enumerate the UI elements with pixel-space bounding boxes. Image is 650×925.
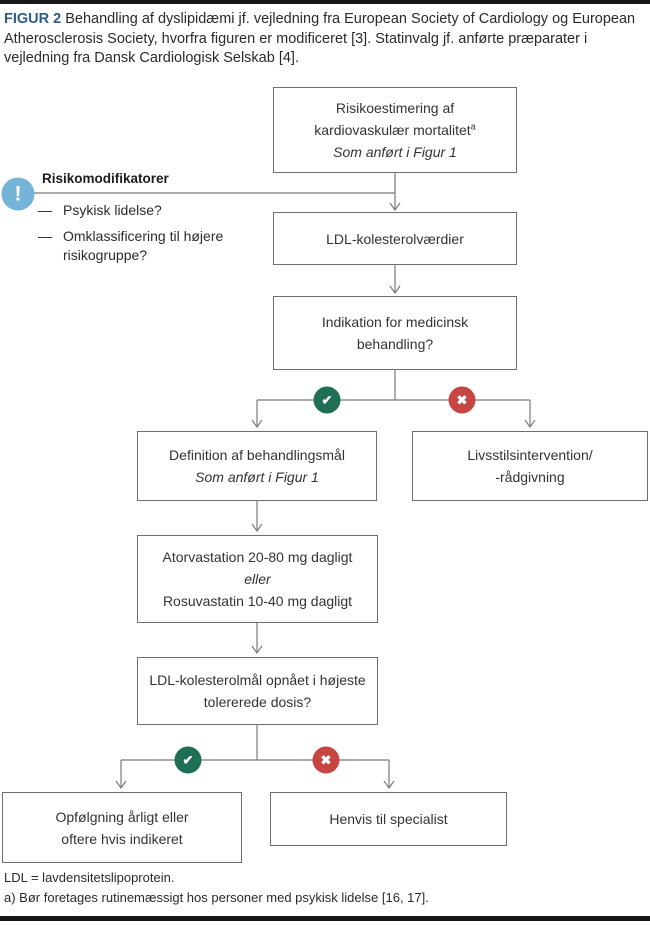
node-text: Livsstilsintervention/ bbox=[467, 447, 593, 463]
check-icon: ✔ bbox=[174, 746, 202, 774]
node-followup: Opfølgning årligt eller oftere hvis indi… bbox=[2, 792, 242, 863]
node-refer-specialist: Henvis til specialist bbox=[270, 792, 507, 846]
exclamation-glyph: ! bbox=[14, 182, 22, 206]
node-treatment-goal-definition: Definition af behandlingsmål Som anført … bbox=[137, 431, 377, 501]
arrowhead-icon bbox=[389, 202, 401, 212]
node-text: Henvis til specialist bbox=[329, 811, 448, 827]
list-item-text: Psykisk lidelse? bbox=[63, 202, 162, 218]
footnote-marker: a bbox=[470, 121, 476, 132]
node-text: Definition af behandlingsmål bbox=[169, 447, 345, 463]
cross-glyph: ✖ bbox=[456, 392, 468, 408]
node-text: Atorvastation 20-80 mg dagligt bbox=[162, 549, 353, 565]
node-text: tolererede dosis? bbox=[203, 694, 312, 710]
cross-icon: ✖ bbox=[312, 746, 340, 774]
figure-caption: FIGUR 2 Behandling af dyslipidæmi jf. ve… bbox=[4, 10, 646, 69]
risk-modifiers-heading: Risikomodifikatorer bbox=[42, 171, 169, 186]
check-icon: ✔ bbox=[313, 386, 341, 414]
arrowhead-icon bbox=[251, 645, 263, 655]
footnote-abbreviation: LDL = lavdensitetslipoprotein. bbox=[4, 870, 175, 885]
node-ldl-goal-reached: LDL-kolesterolmål opnået i højeste toler… bbox=[137, 657, 378, 725]
node-ldl-values: LDL-kolesterolværdier bbox=[273, 212, 517, 265]
node-text: oftere hvis indikeret bbox=[61, 830, 183, 847]
check-glyph: ✔ bbox=[321, 392, 333, 408]
node-text: LDL-kolesterolværdier bbox=[326, 230, 464, 247]
top-rule bbox=[0, 0, 650, 4]
footnote-a: a) Bør foretages rutinemæssigt hos perso… bbox=[4, 890, 429, 905]
arrowhead-icon bbox=[251, 419, 263, 429]
arrowhead-icon bbox=[383, 780, 395, 790]
exclamation-icon: ! bbox=[1, 177, 35, 211]
node-note: eller bbox=[244, 571, 271, 587]
node-text: Indikation for medicinsk bbox=[321, 314, 469, 330]
node-note: Som anført i Figur 1 bbox=[333, 144, 457, 160]
figure-caption-text: Behandling af dyslipidæmi jf. vejledning… bbox=[4, 11, 636, 66]
dash-bullet: — bbox=[38, 228, 52, 244]
arrowhead-icon bbox=[251, 523, 263, 533]
arrowhead-icon bbox=[389, 285, 401, 295]
arrowhead-icon bbox=[524, 419, 536, 429]
node-risk-estimation: Risikoestimering af kardiovaskulær morta… bbox=[273, 87, 517, 173]
node-note: Som anført i Figur 1 bbox=[195, 469, 319, 485]
cross-icon: ✖ bbox=[448, 386, 476, 414]
check-glyph: ✔ bbox=[182, 752, 194, 768]
figure-label: FIGUR 2 bbox=[4, 11, 62, 27]
node-statin-dosing: Atorvastation 20-80 mg dagligt eller Ros… bbox=[137, 535, 378, 623]
risk-modifiers-list: — Psykisk lidelse? — Omklassificering ti… bbox=[38, 201, 270, 272]
dash-bullet: — bbox=[38, 202, 52, 218]
bottom-rule bbox=[0, 916, 650, 921]
cross-glyph: ✖ bbox=[320, 752, 332, 768]
node-text: behandling? bbox=[356, 336, 434, 352]
node-text: Rosuvastatin 10-40 mg dagligt bbox=[162, 593, 353, 609]
node-text: -rådgivning bbox=[495, 469, 565, 485]
arrowhead-icon bbox=[115, 780, 127, 790]
list-item: — Omklassificering til højere risikogrup… bbox=[38, 227, 270, 265]
node-indication: Indikation for medicinsk behandling? bbox=[273, 296, 517, 370]
list-item-text: Omklassificering til højere risikogruppe… bbox=[63, 228, 224, 263]
node-text: Risikoestimering af bbox=[335, 100, 455, 116]
list-item: — Psykisk lidelse? bbox=[38, 201, 270, 220]
node-lifestyle-intervention: Livsstilsintervention/ -rådgivning bbox=[412, 431, 648, 501]
node-text: LDL-kolesterolmål opnået i højeste bbox=[149, 672, 366, 688]
node-text: Opfølgning årligt eller bbox=[55, 808, 189, 825]
node-text: kardiovaskulær mortaliteta bbox=[314, 121, 476, 138]
